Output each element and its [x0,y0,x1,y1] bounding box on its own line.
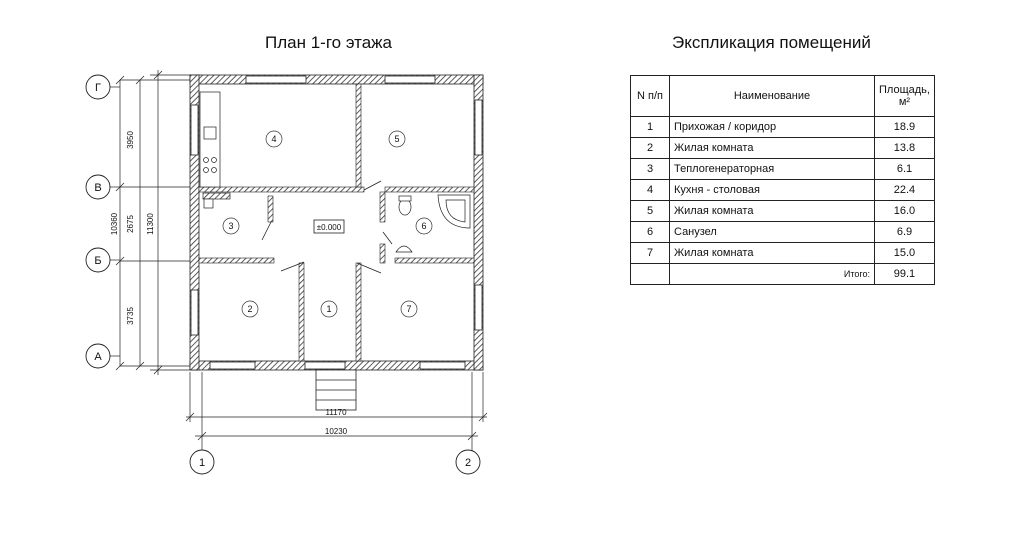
room-number: 1 [326,304,331,314]
rooms-table: N п/п Наименование Площадь, м² 1 Прихожа… [630,75,935,285]
vertical-dimension-labels: 3950 2675 3735 10360 11300 [110,131,155,325]
header-area: Площадь, м² [874,75,935,117]
total-empty-cell [630,263,670,285]
row-name: Прихожая / коридор [669,116,875,138]
row-name: Жилая комната [669,242,875,264]
dim-3735: 3735 [126,307,135,325]
axis-markers-numbers: 1 2 [189,449,481,475]
row-name: Жилая комната [669,200,875,222]
interior-walls [198,83,475,362]
bathroom-fixtures [395,194,471,253]
header-name: Наименование [669,75,875,117]
axis-label: В [94,182,101,194]
row-area: 6.1 [874,158,935,180]
row-num: 1 [630,116,670,138]
row-area: 15.0 [874,242,935,264]
total-value: 99.1 [874,263,935,285]
total-label: Итого: [669,263,875,285]
table-row: 5 Жилая комната 16.0 [630,200,935,222]
table-row: 4 Кухня - столовая 22.4 [630,179,935,201]
room-number: 7 [406,304,411,314]
row-name: Кухня - столовая [669,179,875,201]
horizontal-dimension-labels: 11170 10230 [325,408,348,436]
axis-label: 2 [465,457,471,469]
table-row: 6 Санузел 6.9 [630,221,935,243]
table-row: 2 Жилая комната 13.8 [630,137,935,159]
room-number: 4 [271,134,276,144]
header-num: N п/п [630,75,670,117]
axis-markers-letters: Г В Б А [85,74,111,369]
row-area: 22.4 [874,179,935,201]
table-header-row: N п/п Наименование Площадь, м² [630,75,935,117]
dim-2675: 2675 [126,215,135,233]
room-markers: 4 5 3 6 1 2 7 [222,130,433,318]
row-num: 5 [630,200,670,222]
dim-10360: 10360 [110,212,119,235]
row-num: 6 [630,221,670,243]
room-number: 3 [228,221,233,231]
row-num: 4 [630,179,670,201]
row-name: Санузел [669,221,875,243]
row-num: 3 [630,158,670,180]
row-area: 13.8 [874,137,935,159]
level-mark-box [313,219,345,234]
row-area: 18.9 [874,116,935,138]
room-number: 5 [394,134,399,144]
dim-3950: 3950 [126,131,135,149]
room-number: 2 [247,304,252,314]
axis-label: 1 [199,457,205,469]
axis-label: Б [94,255,101,267]
axis-label: А [94,351,102,363]
vertical-dimensions [115,70,190,375]
row-area: 6.9 [874,221,935,243]
dim-11170: 11170 [325,408,347,417]
horizontal-dimensions [185,372,488,452]
table-row: 7 Жилая комната 15.0 [630,242,935,264]
axis-label: Г [95,82,101,94]
table-row: 1 Прихожая / коридор 18.9 [630,116,935,138]
door-swings [261,180,393,383]
row-area: 16.0 [874,200,935,222]
dim-11300: 11300 [146,213,155,235]
row-name: Теплогенераторная [669,158,875,180]
plan-title: План 1-го этажа [265,33,393,52]
kitchen-fixtures [199,91,231,209]
table-total-row: Итого: 99.1 [630,263,935,285]
row-num: 2 [630,137,670,159]
room-number: 6 [421,221,426,231]
entrance-stairs [315,369,357,411]
level-mark: ±0.000 [317,223,342,232]
table-row: 3 Теплогенераторная 6.1 [630,158,935,180]
row-name: Жилая комната [669,137,875,159]
row-num: 7 [630,242,670,264]
axis-leaders [110,86,120,357]
windows [190,75,483,370]
table-title: Экспликация помещений [672,33,871,52]
floor-plan: 4 5 3 6 1 2 7 ±0.000 3950 2 6 [85,70,488,475]
dim-10230: 10230 [325,427,348,436]
